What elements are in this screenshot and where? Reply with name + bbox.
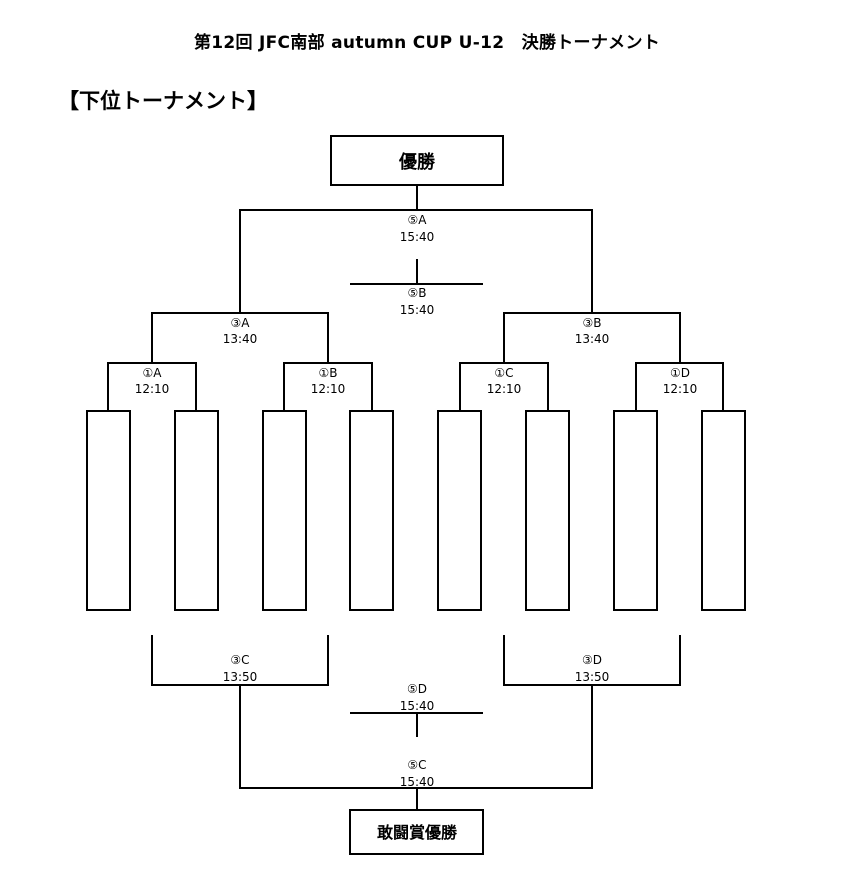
- match-5d-time: 15:40: [400, 699, 435, 713]
- match-3c-time: 13:50: [223, 670, 258, 684]
- match-5a-time: 15:40: [400, 230, 435, 244]
- page-title: 第12回 JFC南部 autumn CUP U-12 決勝トーナメント: [193, 33, 661, 53]
- match-5a-label: ⑤A: [408, 213, 428, 227]
- team-slot-5: [437, 410, 482, 611]
- match-1a-time: 12:10: [135, 382, 170, 396]
- match-1a-label: ①A: [143, 366, 163, 380]
- match-1b-time: 12:10: [311, 382, 346, 396]
- team-slot-3: [262, 410, 307, 611]
- match-3c-label: ③C: [230, 653, 249, 667]
- team-slot-7: [613, 410, 658, 611]
- match-1c-time: 12:10: [487, 382, 522, 396]
- match-5b-time: 15:40: [400, 303, 435, 317]
- match-5d-label: ⑤D: [407, 682, 427, 696]
- match-5c-label: ⑤C: [407, 758, 426, 772]
- match-5b-label: ⑤B: [408, 286, 427, 300]
- match-3a-label: ③A: [231, 316, 251, 330]
- winner-label: 優勝: [398, 151, 436, 173]
- team-slot-4: [349, 410, 394, 611]
- match-1c-label: ①C: [494, 366, 513, 380]
- team-slot-6: [525, 410, 570, 611]
- match-1d-time: 12:10: [663, 382, 698, 396]
- match-1b-label: ①B: [319, 366, 338, 380]
- fighting-spirit-label: 敢闘賞優勝: [377, 823, 458, 842]
- match-3d-time: 13:50: [575, 670, 610, 684]
- match-3d-label: ③D: [582, 653, 602, 667]
- team-slot-2: [174, 410, 219, 611]
- match-3b-label: ③B: [583, 316, 602, 330]
- team-slot-8: [701, 410, 746, 611]
- match-3a-time: 13:40: [223, 332, 258, 346]
- section-title: 【下位トーナメント】: [58, 89, 268, 113]
- match-3b-time: 13:40: [575, 332, 610, 346]
- match-1d-label: ①D: [670, 366, 690, 380]
- match-5c-time: 15:40: [400, 775, 435, 789]
- team-slot-1: [86, 410, 131, 611]
